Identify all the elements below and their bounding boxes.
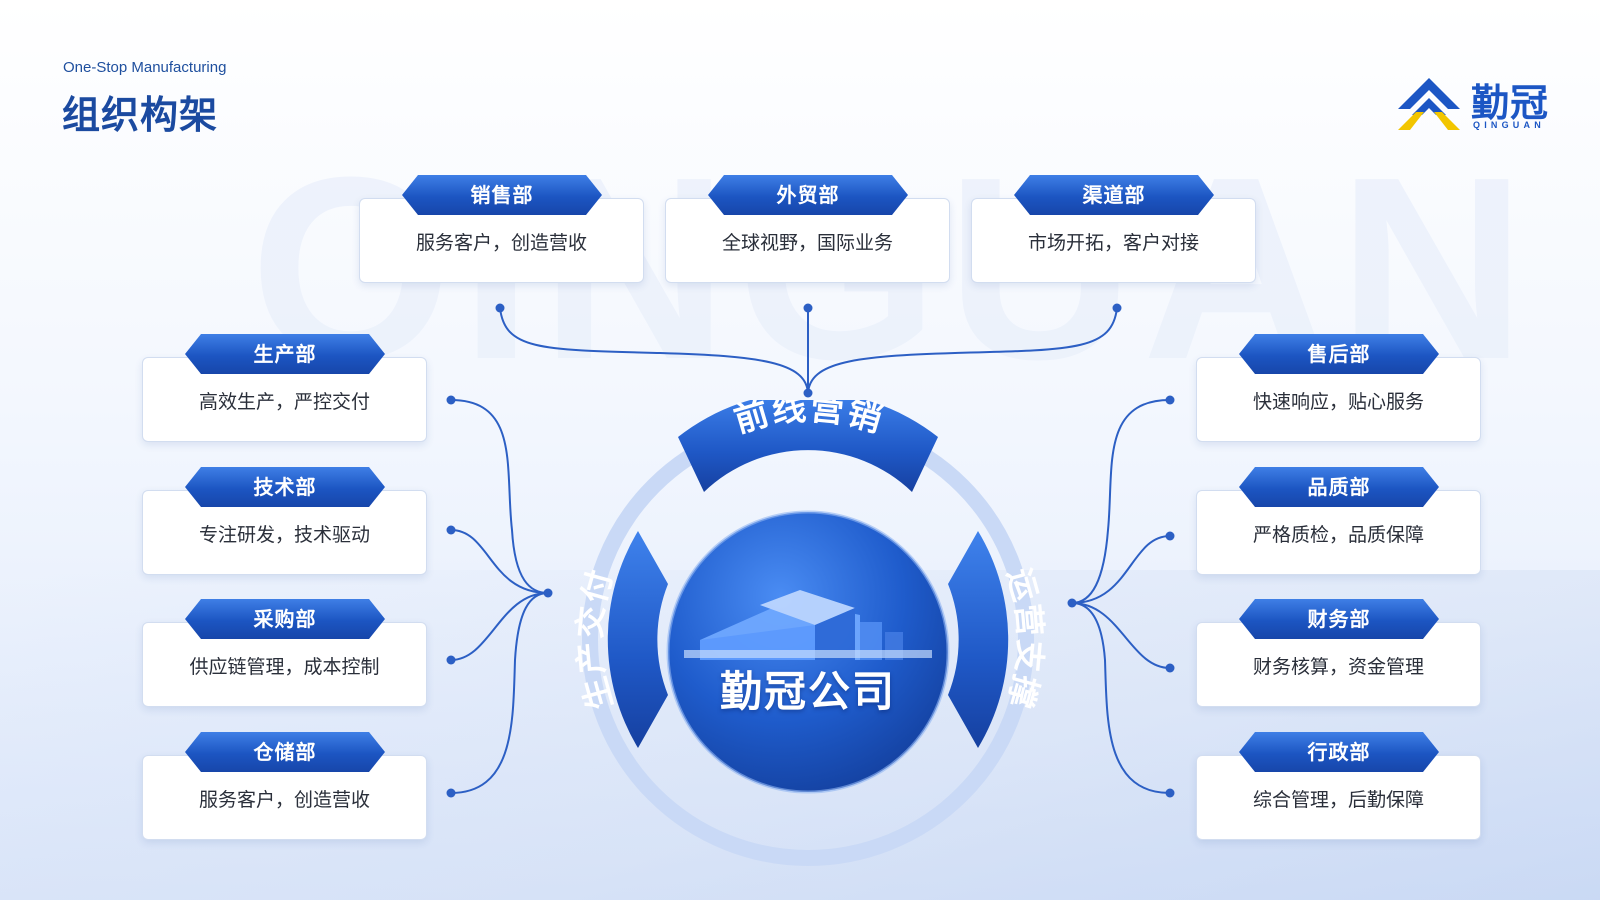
sector-left: [607, 531, 668, 748]
dept-desc: 全球视野，国际业务: [721, 232, 893, 254]
logo-name: 勤冠: [1471, 81, 1550, 125]
center-company-label: 勤冠公司: [719, 667, 896, 716]
dept-channel[interactable]: 渠道部 市场开拓，客户对接: [971, 175, 1256, 283]
dept-name: 销售部: [402, 175, 602, 215]
page-title: 组织构架: [62, 93, 219, 137]
dept-finance[interactable]: 财务部 财务核算，资金管理: [1196, 599, 1481, 707]
dept-desc: 供应链管理，成本控制: [189, 656, 380, 678]
dept-name: 财务部: [1239, 599, 1439, 639]
page-subtitle: One-Stop Manufacturing: [63, 59, 227, 76]
dept-technology[interactable]: 技术部 专注研发，技术驱动: [142, 467, 427, 575]
dept-name: 外贸部: [708, 175, 908, 215]
dept-desc: 高效生产，严控交付: [198, 391, 370, 413]
logo-subtitle: QINGUAN: [1473, 120, 1545, 130]
dept-desc: 市场开拓，客户对接: [1027, 232, 1199, 254]
dept-desc: 财务核算，资金管理: [1252, 656, 1424, 678]
building-icon: [684, 590, 932, 660]
dept-name: 采购部: [185, 599, 385, 639]
dept-foreign-trade[interactable]: 外贸部 全球视野，国际业务: [665, 175, 950, 283]
dept-administration[interactable]: 行政部 综合管理，后勤保障: [1196, 732, 1481, 840]
dept-name: 售后部: [1239, 334, 1439, 374]
company-logo: 勤冠 QINGUAN: [1396, 72, 1556, 134]
dept-after-sales[interactable]: 售后部 快速响应，贴心服务: [1196, 334, 1481, 442]
sector-top: [678, 400, 938, 492]
dept-desc: 服务客户，创造营收: [415, 232, 587, 254]
dept-desc: 专注研发，技术驱动: [198, 524, 370, 546]
dept-name: 渠道部: [1014, 175, 1214, 215]
dept-production[interactable]: 生产部 高效生产，严控交付: [142, 334, 427, 442]
dept-name: 行政部: [1239, 732, 1439, 772]
logo-mark-icon: [1398, 78, 1460, 130]
dept-procurement[interactable]: 采购部 供应链管理，成本控制: [142, 599, 427, 707]
dept-name: 仓储部: [185, 732, 385, 772]
dept-quality[interactable]: 品质部 严格质检，品质保障: [1196, 467, 1481, 575]
dept-warehouse[interactable]: 仓储部 服务客户，创造营收: [142, 732, 427, 840]
sector-right: [948, 531, 1009, 748]
dept-desc: 快速响应，贴心服务: [1252, 391, 1424, 413]
dept-name: 生产部: [185, 334, 385, 374]
dept-name: 品质部: [1239, 467, 1439, 507]
dept-desc: 严格质检，品质保障: [1252, 524, 1424, 546]
dept-sales[interactable]: 销售部 服务客户，创造营收: [359, 175, 644, 283]
dept-desc: 服务客户，创造营收: [198, 789, 370, 811]
dept-name: 技术部: [185, 467, 385, 507]
dept-desc: 综合管理，后勤保障: [1252, 789, 1424, 811]
central-hub: 前线营销 生产交付 运营支撑: [571, 400, 1047, 866]
